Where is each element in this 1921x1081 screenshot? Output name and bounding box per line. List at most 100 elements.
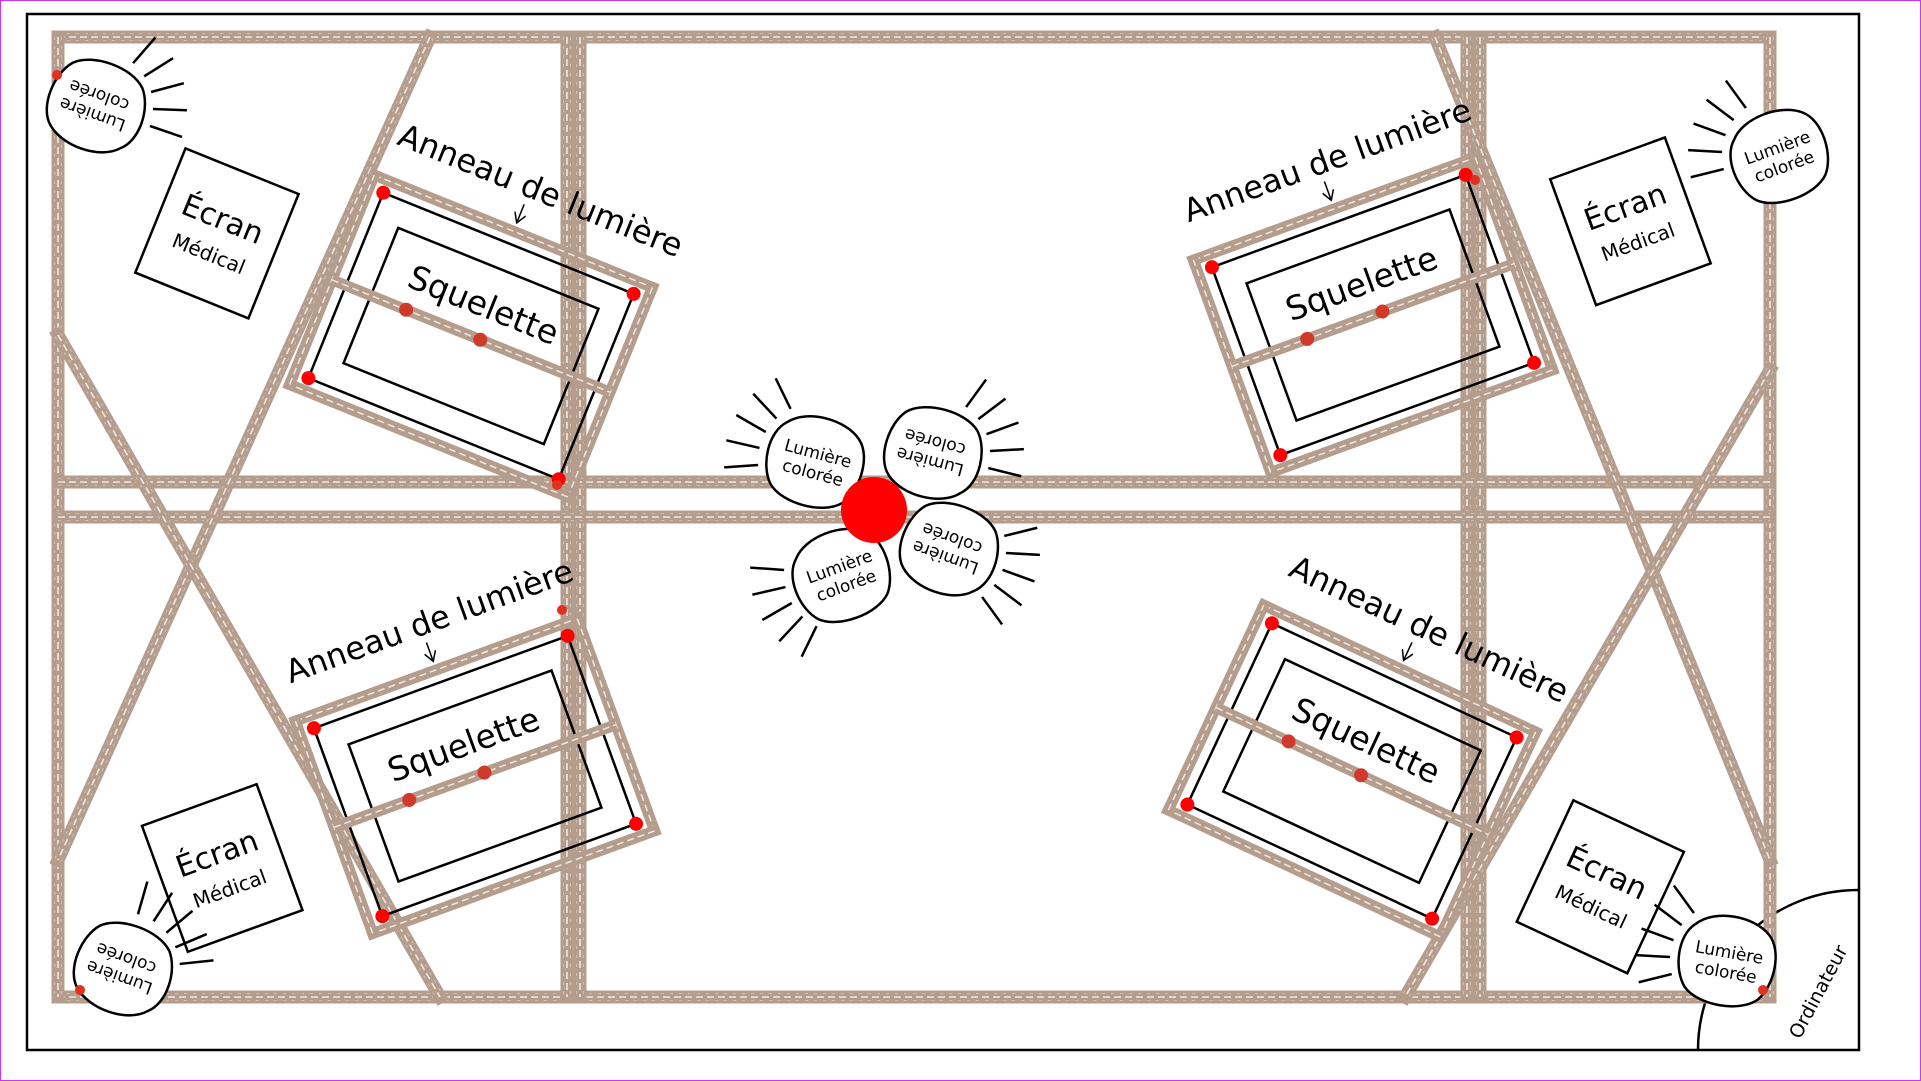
light-ray bbox=[174, 932, 208, 949]
light-ray bbox=[1005, 551, 1040, 557]
light-body bbox=[898, 501, 1000, 597]
corner-point bbox=[1273, 448, 1288, 463]
light-ray bbox=[800, 625, 818, 658]
light-ray bbox=[993, 583, 1023, 607]
truss-diag-1 bbox=[49, 28, 439, 869]
light-ray bbox=[726, 439, 760, 450]
light-ray bbox=[143, 57, 174, 78]
corner-point bbox=[301, 371, 316, 386]
light-ray bbox=[977, 397, 1007, 421]
corner-point bbox=[629, 816, 644, 831]
truss-marker bbox=[552, 480, 562, 490]
truss-marker bbox=[557, 605, 567, 615]
truss-marker bbox=[52, 70, 62, 80]
light-ray bbox=[965, 378, 988, 408]
light-ray bbox=[136, 881, 149, 915]
light-ray bbox=[752, 585, 786, 596]
light-ray bbox=[981, 596, 1004, 626]
light-ray bbox=[179, 959, 214, 966]
light-ray bbox=[761, 601, 793, 622]
light-ray bbox=[778, 615, 804, 643]
truss-marker bbox=[1758, 985, 1768, 995]
light-ray bbox=[986, 421, 1019, 436]
light-ray bbox=[735, 413, 767, 434]
corner-point bbox=[375, 909, 390, 924]
truss-marker bbox=[1470, 175, 1480, 185]
light-ray bbox=[165, 909, 194, 934]
skeleton-bar bbox=[332, 719, 618, 833]
truss-top bbox=[51, 30, 1777, 44]
light-ray bbox=[152, 107, 187, 112]
light-ray bbox=[989, 447, 1024, 453]
light-ray bbox=[1653, 903, 1683, 927]
light-ray bbox=[1705, 98, 1735, 122]
truss-diag-3 bbox=[1426, 28, 1779, 869]
skeleton-point bbox=[477, 765, 492, 780]
truss-bottom bbox=[51, 990, 1777, 1004]
skeleton-bar bbox=[1230, 258, 1516, 372]
light-ray bbox=[1638, 972, 1673, 984]
light-body bbox=[1677, 914, 1777, 1008]
light-ray bbox=[1724, 79, 1747, 109]
corner-point bbox=[626, 286, 641, 301]
corner-point bbox=[1264, 616, 1279, 631]
room-outline bbox=[25, 12, 1861, 1052]
skeleton-bar bbox=[1213, 702, 1491, 840]
light-ray bbox=[1641, 927, 1674, 942]
skeleton-point bbox=[399, 302, 414, 317]
light-ray bbox=[724, 463, 759, 469]
corner-point bbox=[560, 628, 575, 643]
light-ray bbox=[150, 81, 185, 94]
light-ray bbox=[1688, 148, 1723, 154]
light-body bbox=[882, 406, 983, 500]
skeleton-point bbox=[1354, 768, 1369, 783]
light-ring bbox=[1160, 597, 1544, 945]
corner-point bbox=[1527, 355, 1542, 370]
light-ray bbox=[1636, 953, 1671, 959]
light-ray bbox=[1690, 167, 1725, 179]
truss-marker bbox=[75, 985, 85, 995]
light-ray bbox=[752, 392, 778, 420]
light-ray bbox=[1672, 884, 1695, 914]
skeleton-point bbox=[402, 792, 417, 807]
light-body bbox=[72, 921, 174, 1017]
center-hub bbox=[841, 477, 907, 543]
computer-label: Ordinateur bbox=[1785, 941, 1853, 1042]
corner-point bbox=[1180, 797, 1195, 812]
light-body bbox=[1729, 108, 1830, 205]
corner-point bbox=[306, 721, 321, 736]
lights-layer: LumièrecoloréeLumièrecoloréeLumièrecolor… bbox=[45, 36, 1830, 1017]
light-body bbox=[45, 58, 147, 154]
light-ray bbox=[1002, 568, 1035, 583]
skeleton-bar bbox=[329, 274, 613, 398]
light-ray bbox=[774, 377, 792, 410]
light-ray bbox=[152, 892, 174, 923]
light-body bbox=[791, 527, 892, 624]
light-ray bbox=[987, 466, 1022, 478]
light-ray bbox=[132, 36, 157, 65]
corner-point bbox=[1204, 260, 1219, 275]
light-ray bbox=[1003, 526, 1038, 538]
light-ray bbox=[750, 566, 785, 572]
corner-point bbox=[376, 185, 391, 200]
corner-point bbox=[1509, 730, 1524, 745]
skeleton-point bbox=[473, 332, 488, 347]
light-ray bbox=[1693, 122, 1726, 137]
corner-point bbox=[1458, 167, 1473, 182]
